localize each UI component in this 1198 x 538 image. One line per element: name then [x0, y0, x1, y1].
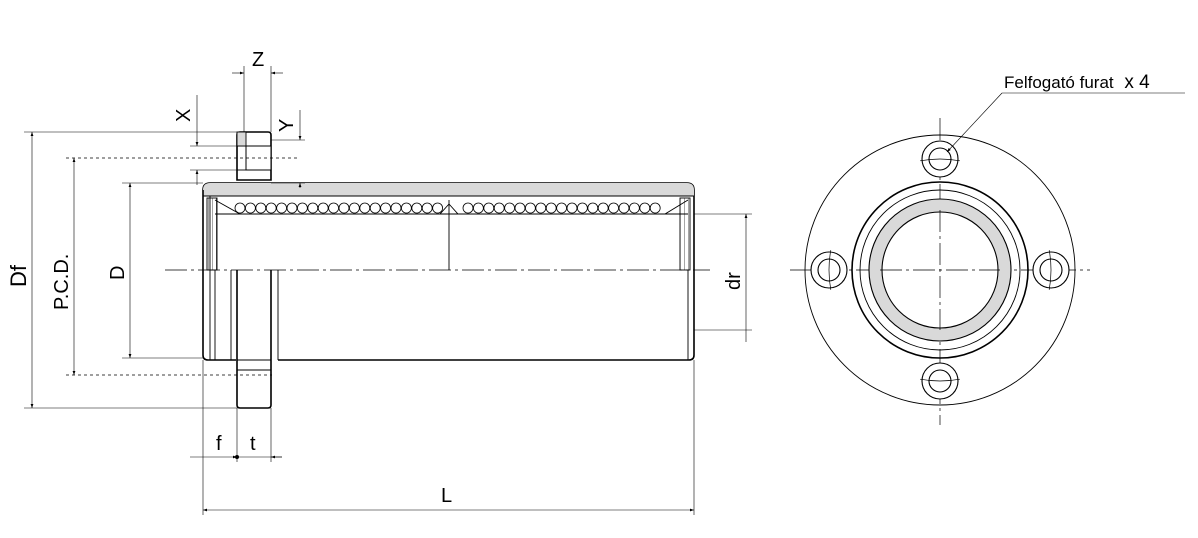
ball [307, 202, 319, 214]
ball-train [214, 199, 689, 215]
dim-label-t: t [250, 433, 256, 455]
ball [618, 202, 630, 214]
mounting-hole [920, 362, 960, 400]
bushing-body [202, 182, 695, 361]
side-view: Z X Y Df P.C.D. D dr f t L [6, 49, 752, 515]
ball [587, 202, 599, 214]
ball [317, 202, 329, 214]
ball [276, 202, 288, 214]
ball [597, 202, 609, 214]
ball [411, 202, 423, 214]
ball [608, 202, 619, 214]
ball [639, 202, 651, 214]
ball [265, 202, 277, 214]
ball [432, 202, 444, 214]
mounting-hole [810, 250, 848, 290]
ball [472, 202, 484, 214]
extension-lines [24, 66, 752, 515]
ball [255, 202, 267, 214]
dim-label-pcd: P.C.D. [51, 254, 73, 310]
dim-label-y: Y [276, 119, 298, 132]
ball [286, 202, 298, 214]
ball [566, 202, 578, 214]
callout-label: Felfogató furat [1004, 73, 1114, 92]
ball [629, 202, 640, 214]
ball [390, 202, 402, 214]
dim-label-x: X [173, 109, 195, 122]
flange-outer-circle [804, 134, 1076, 406]
dim-label-z: Z [252, 49, 264, 71]
ball [296, 202, 308, 214]
front-view: Felfogató furat x 4 [790, 72, 1185, 425]
callout-leader-arrow [946, 92, 1003, 153]
dim-label-l: L [441, 485, 452, 507]
ball [556, 202, 567, 214]
ball [504, 202, 516, 214]
ball [234, 202, 246, 214]
dim-label-dr: dr [723, 272, 745, 290]
ball [338, 202, 350, 214]
mounting-hole [1032, 250, 1070, 290]
ball [462, 202, 474, 214]
body-outer-circle [851, 181, 1029, 359]
ball [535, 202, 547, 214]
dimension-lines [30, 71, 748, 512]
ball [649, 202, 661, 214]
ball [359, 202, 371, 214]
ball [328, 202, 340, 214]
ball [545, 202, 557, 214]
ball [493, 202, 505, 214]
dim-label-df: Df [6, 264, 31, 287]
ball [514, 202, 526, 214]
ball [348, 202, 360, 214]
dim-label-f: f [216, 433, 222, 455]
callout-text: Felfogató furat x 4 [1004, 72, 1150, 93]
ball [400, 202, 412, 214]
dim-label-d: D [107, 266, 129, 280]
ball [380, 202, 392, 214]
ball [421, 202, 433, 214]
ball [483, 202, 495, 214]
ball [369, 202, 381, 214]
callout-count: x 4 [1124, 72, 1150, 93]
ball [577, 202, 588, 214]
ball [525, 202, 536, 214]
mounting-hole [920, 140, 960, 178]
body-ring-circle [859, 189, 1021, 351]
ball [244, 202, 256, 214]
